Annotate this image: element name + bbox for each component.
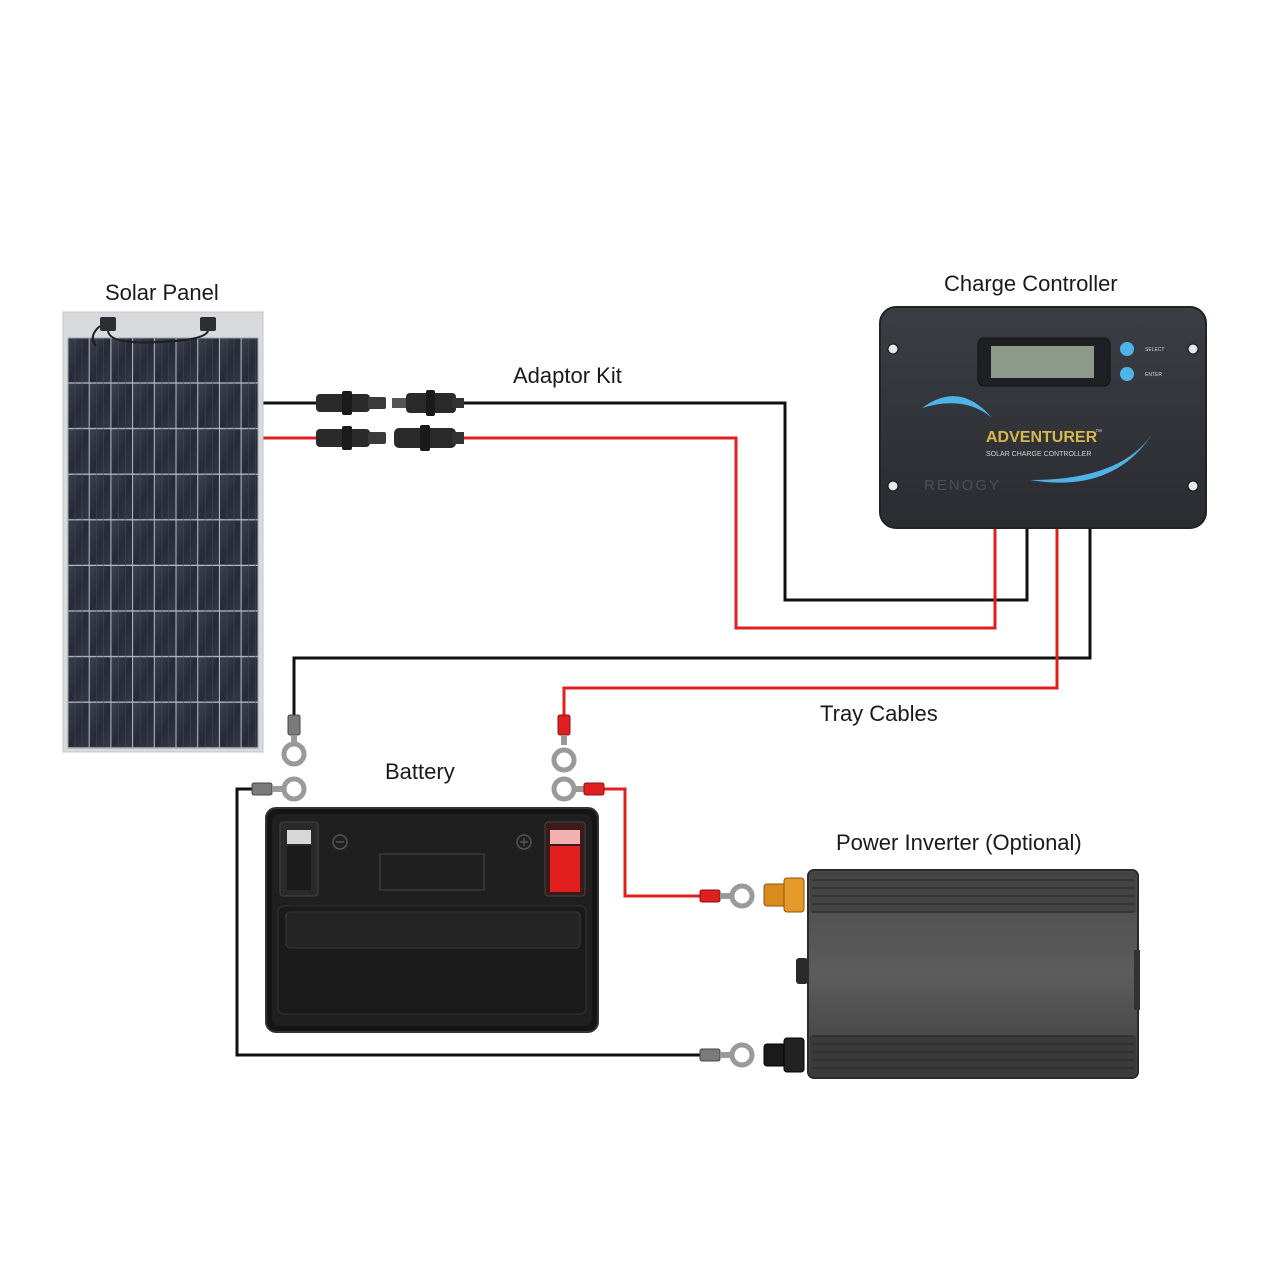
mc4-connector-negative-male xyxy=(316,391,386,415)
controller-mount-hole xyxy=(1187,480,1199,492)
tray-negative-wire xyxy=(292,528,1092,715)
solar-panel xyxy=(62,311,264,753)
ring-terminal-inverter-positive xyxy=(699,883,755,909)
mc4-connector-negative-female xyxy=(392,390,464,416)
adaptor-kit-connectors xyxy=(316,390,464,451)
battery-minus-symbol xyxy=(332,834,348,850)
controller-mount-hole xyxy=(1187,343,1199,355)
controller-mount-hole xyxy=(887,480,899,492)
battery-plus-symbol xyxy=(516,834,532,850)
wires xyxy=(235,401,1092,1057)
controller-trademark: ™ xyxy=(1095,429,1102,436)
battery-label-area xyxy=(379,853,485,891)
controller-logo: RENOGY xyxy=(924,477,1001,494)
adaptor-kit-label: Adaptor Kit xyxy=(513,363,622,388)
ring-terminal-battery-negative-inverter xyxy=(251,776,307,802)
charge-controller-label: Charge Controller xyxy=(944,271,1118,296)
battery-label: Battery xyxy=(385,759,455,784)
panel-junction-box-left xyxy=(100,317,116,331)
mc4-connector-positive-male xyxy=(316,426,386,450)
ring-terminal-battery-positive-inverter xyxy=(551,776,605,802)
controller-lcd-screen xyxy=(991,346,1094,378)
panel-junction-box-right xyxy=(200,317,216,331)
ring-terminals xyxy=(251,714,755,1068)
ring-terminal-inverter-negative xyxy=(699,1042,755,1068)
controller-swoosh-top xyxy=(922,396,992,418)
controller-enter-button xyxy=(1120,367,1134,381)
inverter-side-switch xyxy=(796,958,808,984)
charge-controller: SELECT ENTER ADVENTURER ™ SOLAR CHARGE C… xyxy=(879,306,1207,529)
controller-subtitle: SOLAR CHARGE CONTROLLER xyxy=(986,451,1091,458)
controller-brand: ADVENTURER xyxy=(986,429,1098,446)
mc4-connector-positive-female xyxy=(394,425,464,451)
controller-mount-hole xyxy=(887,343,899,355)
inverter-positive-wire xyxy=(598,787,700,898)
power-inverter-label: Power Inverter (Optional) xyxy=(836,830,1082,855)
controller-select-button xyxy=(1120,342,1134,356)
battery-handle-panel xyxy=(285,911,581,949)
tray-positive-wire xyxy=(562,528,1059,715)
inverter-negative-wire xyxy=(235,787,700,1057)
battery xyxy=(265,807,599,1033)
adaptor-negative-wire-run xyxy=(464,401,1029,602)
power-inverter xyxy=(763,869,1140,1079)
solar-panel-label: Solar Panel xyxy=(105,280,219,305)
ring-terminal-tray-positive xyxy=(551,714,577,773)
inverter-fins xyxy=(812,879,1134,1069)
tray-cables-label: Tray Cables xyxy=(820,701,938,726)
controller-enter-label: ENTER xyxy=(1145,372,1162,378)
ring-terminal-tray-negative xyxy=(281,714,307,767)
controller-select-label: SELECT xyxy=(1145,347,1164,353)
adaptor-positive-wire-run xyxy=(464,436,997,630)
